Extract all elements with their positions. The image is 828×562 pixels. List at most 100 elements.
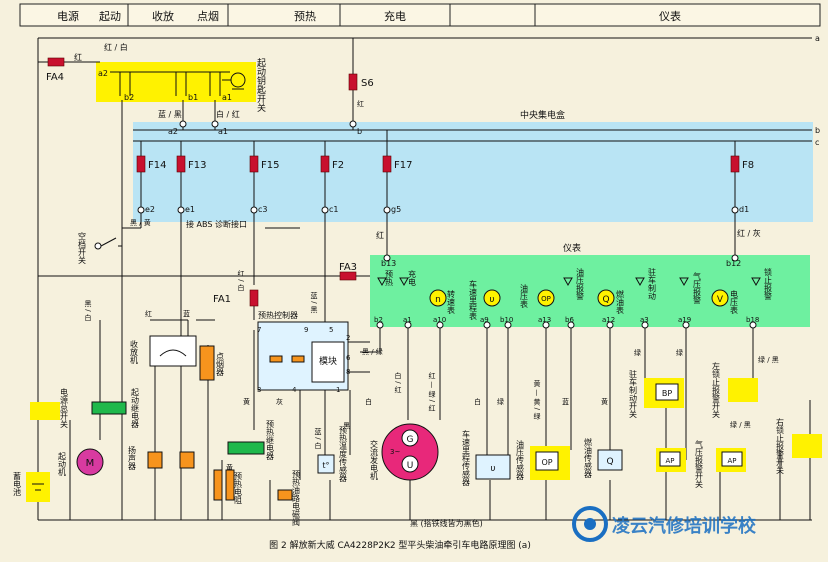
- preheat-resistor-icon: [213, 469, 235, 501]
- volt-meter-label: 电压表: [730, 289, 739, 315]
- fuel-sensor-label: 燃油传感器: [584, 437, 593, 479]
- wire-green-3: 绿: [676, 348, 683, 357]
- term-b: b: [357, 127, 362, 136]
- gen-g-symbol: G: [407, 435, 414, 445]
- fuse-icon: [730, 155, 740, 173]
- term-ia12: a12: [602, 316, 615, 324]
- term-a2: a2: [168, 127, 178, 136]
- preheat-valve-icon: [277, 489, 293, 501]
- fuse-s6: S6: [361, 78, 374, 89]
- lock-alarm-label: 锁止报警: [764, 267, 773, 301]
- preheat-resistor-label: 预热电阻: [234, 471, 243, 505]
- start-relay-label: 起动继电器: [131, 388, 140, 429]
- oil-sensor-label: 油压传感器: [516, 439, 525, 481]
- key-icon: [222, 72, 246, 90]
- fuse-icon: [320, 155, 330, 173]
- preheat-temp-label: 预热温度传感器: [339, 425, 348, 483]
- preheat-valve-label: 预热油路电磁阀: [292, 469, 301, 527]
- fuse-f15: F15: [261, 160, 279, 171]
- air-alarm-switch-label: 气压报警开关: [695, 439, 704, 489]
- header-charge: 充电: [384, 9, 406, 23]
- fuse-f17: F17: [394, 160, 412, 171]
- oil-meter-label: 油压表: [520, 283, 529, 309]
- alternator-label: 交流发电机: [370, 439, 379, 481]
- fuse-f2: F2: [332, 160, 344, 171]
- tach-symbol: n: [435, 295, 441, 305]
- pin-8: 8: [346, 368, 350, 376]
- term-ib10: b10: [500, 316, 513, 324]
- bus-a-label: a: [815, 34, 820, 43]
- instrument-label: 仪表: [563, 242, 581, 254]
- speed-sensor-label: 车速里程传感器: [462, 429, 471, 487]
- instrument-panel: [370, 255, 810, 327]
- ground-note: 黑 (搭铁线皆为黑色): [410, 518, 483, 528]
- wire-gray: 灰: [276, 397, 283, 406]
- term-a1: a1: [218, 127, 228, 136]
- pin-1: 1: [336, 386, 340, 394]
- motor-icon: [76, 448, 104, 476]
- wire-red-gray: 红 / 灰: [737, 228, 761, 238]
- fuse-icon: [47, 57, 65, 67]
- speaker-label: 扬声器: [128, 445, 137, 471]
- term-c3: c3: [258, 205, 268, 214]
- bus-b-label: b: [815, 126, 820, 135]
- gen-3-symbol: 3~: [390, 448, 400, 456]
- term-e2: e2: [145, 205, 155, 214]
- ap-symbol-2: AP: [727, 457, 736, 465]
- left-lock-switch-label: 左锁止报警开关: [712, 361, 721, 419]
- wire-red-green: 红 — 绿 / 红: [428, 371, 436, 411]
- power-switch-block: [30, 402, 60, 420]
- battery-label: 蓄电池: [13, 471, 22, 496]
- speaker-icon: [147, 451, 195, 469]
- wire-black-yellow: 黑 / 黄: [130, 218, 151, 227]
- preheat-relay-icon: [227, 441, 265, 455]
- wire-yellow: 黄: [601, 397, 608, 406]
- fuse-fa4: FA4: [46, 72, 64, 83]
- wire-blue-white: 蓝 / 白: [314, 427, 322, 450]
- header-preheat: 预热: [294, 10, 316, 23]
- wire-blue-black: 蓝 / 黑: [158, 109, 182, 119]
- header-instrument: 仪表: [659, 9, 681, 23]
- module-label: 模块: [319, 355, 337, 367]
- pin-7: 7: [257, 326, 261, 334]
- central-box-label: 中央集电盒: [520, 109, 565, 121]
- term-ia13: a13: [538, 316, 551, 324]
- temp-symbol: t°: [322, 461, 329, 470]
- wire-black-green: 黑 / 绿: [362, 347, 383, 356]
- radio-box: [149, 335, 197, 367]
- bus-c-label: c: [815, 138, 819, 147]
- gen-u-symbol: U: [407, 461, 414, 471]
- right-lock-switch-block: [792, 434, 822, 458]
- right-lock-switch-label: 右锁止报警开关: [776, 417, 785, 475]
- header-power: 电源: [57, 9, 79, 23]
- term-ib18: b18: [746, 316, 759, 324]
- preheat-indicator-label: 预热: [385, 269, 394, 287]
- box-exit-terminals: [137, 206, 739, 214]
- wire-red-4: 红: [145, 309, 152, 318]
- section-header: 电源 起动 收放 点烟 预热 充电 仪表: [19, 3, 821, 27]
- oil-sensor-symbol: OP: [541, 458, 552, 467]
- fuse-f13: F13: [188, 160, 206, 171]
- lighter-icon: [199, 345, 215, 381]
- wire-red-white: 红 / 白: [104, 42, 128, 52]
- fuel-sensor-symbol: Q: [606, 457, 613, 467]
- term-ia10: a10: [433, 316, 446, 324]
- header-radio: 收放: [152, 9, 174, 23]
- term-ia19: a19: [678, 316, 691, 324]
- speed-sensor-symbol: υ: [490, 464, 495, 474]
- radio-label: 收放机: [130, 339, 139, 365]
- meter-icon: [429, 289, 729, 307]
- term-g5: g5: [391, 205, 401, 214]
- wire-red-3: 红: [376, 230, 384, 240]
- wire-blue-black-2: 蓝 / 黑: [310, 291, 318, 314]
- pin-9: 9: [304, 326, 308, 334]
- ignition-switch: [110, 71, 246, 96]
- header-start: 起动: [99, 10, 121, 23]
- fuel-meter-label: 燃油表: [616, 289, 625, 315]
- figure-caption: 图 2 解放新大威 CA4228P2K2 型平头柴油牵引车电路原理图 (a): [269, 539, 531, 551]
- term-ia1: a1: [403, 316, 412, 324]
- wire-blue-2: 蓝: [183, 309, 190, 318]
- fuel-sensor-icon: [597, 449, 623, 471]
- term-b13: b13: [381, 259, 396, 268]
